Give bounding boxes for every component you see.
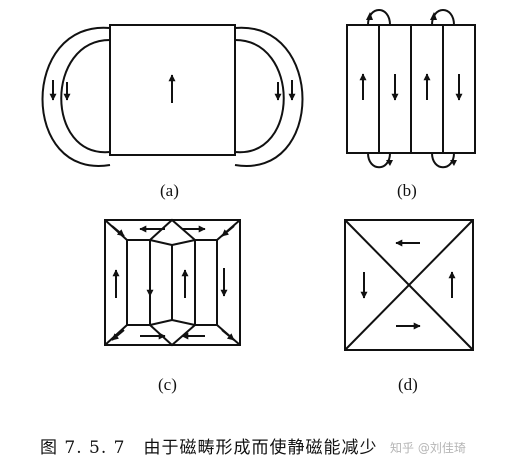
panel-c — [104, 218, 241, 347]
panel-b-loop-arrowhead — [450, 160, 457, 166]
figure-caption: 图 7. 5. 7 由于磁畴形成而使静磁能减少 — [40, 433, 480, 458]
panel-c-wall-diag — [149, 319, 173, 326]
panel-b-bottom-loop-left — [367, 152, 391, 169]
panel-c-wall-diag — [149, 239, 173, 246]
panel-c-closure-top-1 — [111, 225, 125, 237]
panel-a-label: (a) — [160, 181, 179, 200]
panel-b — [346, 9, 476, 169]
panel-d — [344, 219, 474, 351]
panel-b-loop-arrowhead — [366, 12, 373, 20]
panel-d-label: (d) — [398, 375, 418, 394]
panel-a-right-inner-loop — [234, 39, 285, 154]
panel-c-closure-bottom-4 — [221, 329, 235, 341]
figure-number: 图 7. 5. 7 — [40, 438, 126, 458]
panel-c-label: (c) — [158, 375, 177, 394]
panel-c-wall-diag — [171, 319, 196, 326]
panel-a-left-inner-loop — [60, 39, 111, 154]
panel-b-loop-arrowhead — [386, 160, 393, 166]
panel-c-closure-bottom-1 — [111, 329, 125, 341]
panel-c-closure-top-4 — [221, 225, 235, 237]
panel-d-diagonal-2 — [344, 219, 474, 351]
panel-b-loop-arrowhead — [430, 12, 437, 20]
panel-a-left-outer-loop — [41, 26, 111, 167]
watermark: 知乎 @刘佳琦 — [390, 441, 466, 455]
figure-caption-text: 由于磁畴形成而使静磁能减少 — [143, 438, 378, 458]
panel-b-top-loop-right — [431, 9, 455, 26]
panel-b-top-loop-left — [367, 9, 391, 26]
panel-b-bottom-loop-right — [431, 152, 455, 169]
panel-a-single-domain-block — [109, 24, 236, 156]
panel-a — [41, 24, 304, 167]
panel-c-wall-diag — [171, 239, 196, 246]
panel-a-right-outer-loop — [234, 26, 304, 167]
panel-b-label: (b) — [397, 181, 417, 200]
